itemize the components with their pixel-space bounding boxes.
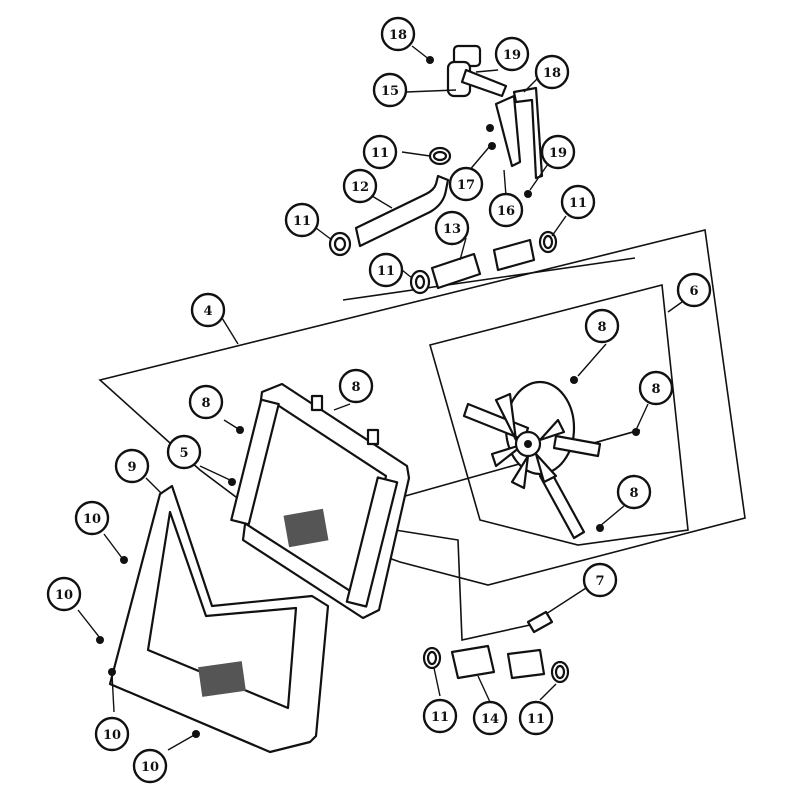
callout-11: 11 bbox=[518, 700, 554, 736]
assembly-lines-bottom bbox=[394, 529, 531, 641]
callout-11: 11 bbox=[362, 134, 398, 170]
clamp-11-lower-left bbox=[422, 646, 442, 670]
callout-number: 4 bbox=[203, 304, 212, 319]
callout-15: 15 bbox=[372, 72, 408, 108]
callout-number: 13 bbox=[443, 222, 461, 237]
callout-number: 14 bbox=[481, 712, 499, 727]
screw-10-c bbox=[108, 668, 116, 676]
callout-13: 13 bbox=[434, 210, 470, 246]
callout-11: 11 bbox=[284, 202, 320, 238]
callout-8: 8 bbox=[616, 474, 652, 510]
screw-8-d bbox=[632, 428, 640, 436]
hose-12 bbox=[354, 174, 450, 248]
callout-12: 12 bbox=[342, 168, 378, 204]
callout-number: 8 bbox=[201, 396, 210, 411]
callout-number: 8 bbox=[597, 320, 606, 335]
callout-6: 6 bbox=[676, 272, 712, 308]
callout-7: 7 bbox=[582, 562, 618, 598]
shroud-9 bbox=[108, 484, 330, 754]
callout-10: 10 bbox=[132, 748, 168, 784]
callout-8: 8 bbox=[188, 384, 224, 420]
callout-number: 18 bbox=[543, 66, 561, 81]
callout-number: 17 bbox=[457, 178, 475, 193]
callout-19: 19 bbox=[494, 36, 530, 72]
callout-10: 10 bbox=[74, 500, 110, 536]
callout-4: 4 bbox=[190, 292, 226, 328]
callout-14: 14 bbox=[472, 700, 508, 736]
callout-number: 19 bbox=[549, 146, 567, 161]
pipe-18 bbox=[512, 86, 544, 180]
clamp-11-mid-left bbox=[409, 269, 431, 295]
screw-8-e bbox=[596, 524, 604, 532]
callout-16: 16 bbox=[488, 192, 524, 228]
callout-5: 5 bbox=[166, 434, 202, 470]
fan-6 bbox=[462, 380, 602, 540]
callout-number: 18 bbox=[389, 28, 407, 43]
callout-number: 11 bbox=[569, 196, 587, 211]
callout-number: 15 bbox=[381, 84, 399, 99]
clamp-11-left-upper bbox=[328, 231, 352, 257]
callout-number: 11 bbox=[293, 214, 311, 229]
callout-number: 11 bbox=[377, 264, 395, 279]
filler-cap-tank bbox=[446, 44, 508, 98]
callout-number: 10 bbox=[55, 588, 73, 603]
callout-8: 8 bbox=[638, 370, 674, 406]
callout-10: 10 bbox=[46, 576, 82, 612]
screw-8-c bbox=[570, 376, 578, 384]
callout-number: 8 bbox=[351, 380, 360, 395]
callout-18: 18 bbox=[534, 54, 570, 90]
drain-plug-7 bbox=[526, 610, 554, 634]
callout-10: 10 bbox=[94, 716, 130, 752]
callout-18: 18 bbox=[380, 16, 416, 52]
callout-number: 6 bbox=[689, 284, 698, 299]
callout-number: 10 bbox=[141, 760, 159, 775]
callout-number: 10 bbox=[83, 512, 101, 527]
callout-number: 11 bbox=[431, 710, 449, 725]
hose-13 bbox=[430, 238, 536, 290]
callout-number: 10 bbox=[103, 728, 121, 743]
screw-19 bbox=[524, 190, 532, 198]
callout-8: 8 bbox=[338, 368, 374, 404]
callout-number: 19 bbox=[503, 48, 521, 63]
callout-11: 11 bbox=[560, 184, 596, 220]
callout-number: 9 bbox=[127, 460, 136, 475]
callout-number: 8 bbox=[629, 486, 638, 501]
callout-11: 11 bbox=[368, 252, 404, 288]
callout-number: 8 bbox=[651, 382, 660, 397]
clamp-11-upper bbox=[428, 146, 452, 166]
hose-14 bbox=[450, 644, 546, 680]
assembly-lines-radiator bbox=[342, 257, 636, 301]
callout-balloons: 18 19 18 15 11 19 17 16 12 11 11 13 11 4 6 8 8 5 8 8 8 9 10 10 1… bbox=[46, 16, 712, 784]
callout-number: 11 bbox=[527, 712, 545, 727]
clamp-11-lower-right bbox=[550, 660, 570, 684]
callout-number: 11 bbox=[371, 146, 389, 161]
callout-11: 11 bbox=[422, 698, 458, 734]
callout-19: 19 bbox=[540, 134, 576, 170]
callout-8: 8 bbox=[584, 308, 620, 344]
radiator-5 bbox=[230, 382, 411, 620]
callout-number: 5 bbox=[179, 446, 188, 461]
assembly-plane-4 bbox=[98, 229, 746, 586]
callout-9: 9 bbox=[114, 448, 150, 484]
callout-number: 12 bbox=[351, 180, 369, 195]
callout-number: 16 bbox=[497, 204, 515, 219]
clamp-11-mid-right bbox=[538, 230, 558, 254]
callout-17: 17 bbox=[448, 166, 484, 202]
leader-lines bbox=[77, 45, 683, 751]
bracket-16 bbox=[486, 94, 522, 168]
screw-10-b bbox=[96, 636, 104, 644]
callout-number: 7 bbox=[595, 574, 604, 589]
assembly-plane-6 bbox=[429, 283, 689, 546]
